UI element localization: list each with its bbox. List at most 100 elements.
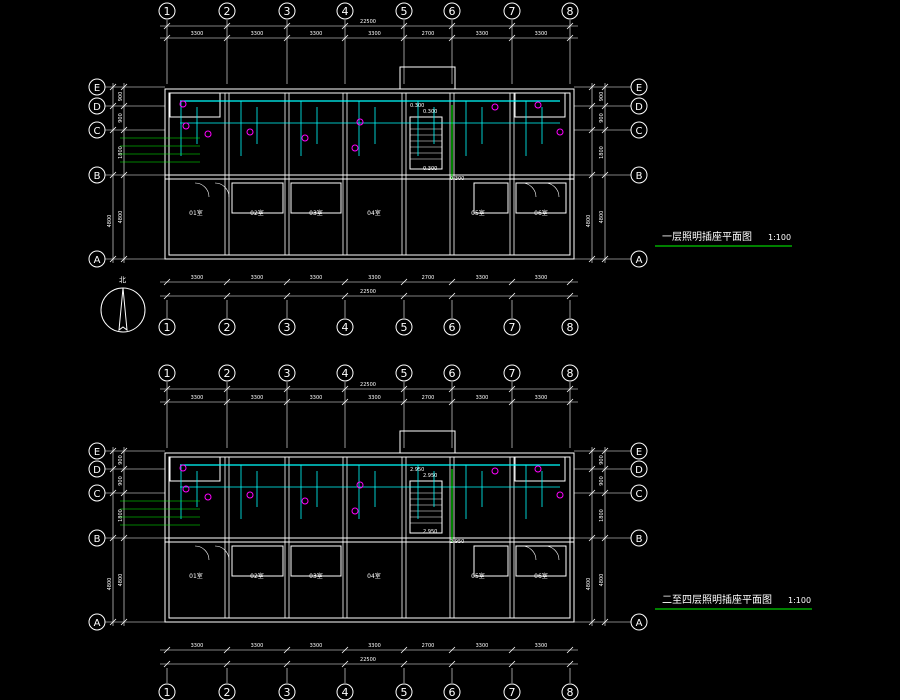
dimension-tick xyxy=(109,126,117,134)
north-arrow-needle xyxy=(118,287,128,332)
dimension-tick xyxy=(283,292,291,300)
room-label: 01室 xyxy=(189,572,203,580)
grid-row-bubble xyxy=(630,121,648,139)
dimension-tick xyxy=(588,171,596,179)
dimension-tick xyxy=(223,278,231,286)
dimension-total-text: 22500 xyxy=(360,19,376,25)
building-walls xyxy=(164,430,575,623)
plan-title-block: 二至四层照明插座平面图 1:100 xyxy=(655,593,812,610)
dimension-span-text: 3300 xyxy=(476,395,489,401)
room-label: 02室 xyxy=(250,209,264,217)
grid-row-label: A xyxy=(636,618,643,629)
grid-row-label: C xyxy=(94,126,101,137)
dimension-tick xyxy=(223,385,231,393)
grid-column-label: 4 xyxy=(342,321,349,334)
dimension-tick xyxy=(588,489,596,497)
dimension-tick xyxy=(601,171,609,179)
dimension-tick xyxy=(601,102,609,110)
dimension-segment-text: 4800 xyxy=(586,215,592,228)
plan-title-block: 一层照明插座平面图 1:100 xyxy=(655,230,792,247)
grid-column-bubble xyxy=(561,364,579,382)
building-outer-wall xyxy=(164,88,575,260)
grid-column-bubble xyxy=(336,683,354,700)
dimension-tick xyxy=(448,34,456,42)
dimension-tick xyxy=(223,292,231,300)
grid-row-bubble xyxy=(88,121,106,139)
dimension-span-text: 3300 xyxy=(310,643,323,649)
grid-row-label: A xyxy=(636,255,643,266)
room-label: 04室 xyxy=(367,572,381,580)
grid-column-bubble xyxy=(503,318,521,336)
dimension-segment-text: 900 xyxy=(118,113,124,123)
room-label: 03室 xyxy=(309,572,323,580)
stairwell xyxy=(409,116,443,170)
grid-column-label: 4 xyxy=(342,686,349,699)
level-elevation-text: 0.300 xyxy=(450,176,464,182)
dimension-tick xyxy=(508,398,516,406)
grid-column-bubble xyxy=(218,364,236,382)
grid-row-bubble xyxy=(630,484,648,502)
dimension-span-text: 3300 xyxy=(535,31,548,37)
grid-column-label: 8 xyxy=(567,367,574,380)
dimension-tick xyxy=(341,292,349,300)
dimension-tick xyxy=(508,278,516,286)
grid-column-bubble xyxy=(443,683,461,700)
grid-row-label: D xyxy=(93,465,101,476)
dimension-tick xyxy=(163,278,171,286)
grid-column-bubble xyxy=(218,2,236,20)
grid-row-label: B xyxy=(636,171,643,182)
grid-column-label: 3 xyxy=(284,5,291,18)
dimension-segment-text: 1800 xyxy=(118,509,124,522)
dimension-tick xyxy=(601,255,609,263)
dimension-tick xyxy=(163,292,171,300)
dimension-span-text: 3300 xyxy=(535,275,548,281)
grid-row-label: D xyxy=(635,102,643,113)
dimension-tick xyxy=(163,385,171,393)
fixture-symbol xyxy=(246,491,254,499)
grid-column-label: 5 xyxy=(401,5,408,18)
room-label: 05室 xyxy=(471,209,485,217)
dimension-tick xyxy=(566,398,574,406)
grid-row-bubble xyxy=(88,484,106,502)
dimension-tick xyxy=(109,618,117,626)
dimension-tick xyxy=(400,34,408,42)
electrical-wiring xyxy=(180,464,560,542)
dimension-tick xyxy=(448,646,456,654)
grid-row-label: C xyxy=(636,126,643,137)
bathroom-enclosure xyxy=(231,545,284,577)
grid-column-label: 6 xyxy=(449,321,456,334)
grid-row-label: D xyxy=(635,465,643,476)
dimension-tick xyxy=(448,22,456,30)
bathroom-enclosure xyxy=(515,545,567,577)
dimension-tick xyxy=(601,447,609,455)
grid-column-bubble xyxy=(158,318,176,336)
dimension-tick xyxy=(120,171,128,179)
dimension-total-text: 22500 xyxy=(360,382,376,388)
lighting-fixtures xyxy=(179,100,564,152)
grid-column-bubble xyxy=(158,2,176,20)
dimension-tick xyxy=(588,126,596,134)
fixture-symbol xyxy=(301,134,309,142)
bathroom-enclosure xyxy=(473,545,509,577)
wet-room-outline xyxy=(514,456,566,482)
dimension-tick xyxy=(588,255,596,263)
dimension-tick xyxy=(508,34,516,42)
bathroom-enclosure xyxy=(515,182,567,214)
dimension-tick xyxy=(283,34,291,42)
dimension-tick xyxy=(508,660,516,668)
dimension-tick xyxy=(566,646,574,654)
bathroom-enclosure xyxy=(290,545,342,577)
grid-column-label: 6 xyxy=(449,367,456,380)
dimension-tick xyxy=(109,102,117,110)
dimension-span-text: 3300 xyxy=(368,275,381,281)
dimension-tick xyxy=(341,34,349,42)
dimension-tick xyxy=(341,278,349,286)
dimension-segment-text: 1800 xyxy=(599,509,605,522)
fixture-symbol xyxy=(491,467,499,475)
